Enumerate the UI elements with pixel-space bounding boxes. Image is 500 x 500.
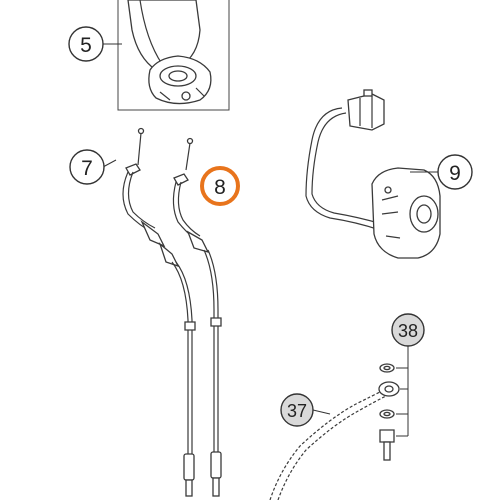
handlebar-switch-group (305, 89, 441, 259)
callout-38-label: 38 (398, 321, 418, 341)
throttle-cable-7 (122, 127, 196, 497)
leader-7 (102, 159, 117, 168)
throttle-cable-8 (172, 137, 222, 497)
throttle-grip-group (117, 0, 230, 111)
callout-7[interactable]: 7 (69, 149, 105, 185)
ground-cable-37 (269, 381, 400, 500)
leader-37 (312, 409, 331, 415)
callout-9[interactable]: 9 (437, 154, 473, 190)
callout-9-label: 9 (449, 162, 461, 185)
throttle-grip-frame (117, 0, 230, 111)
fastener-set-38 (379, 344, 409, 461)
callout-37[interactable]: 37 (280, 393, 314, 427)
callout-8-label: 8 (214, 176, 226, 199)
callout-37-label: 37 (287, 401, 307, 421)
callout-5-label: 5 (80, 34, 92, 57)
callout-8[interactable]: 8 (200, 166, 240, 206)
callout-5[interactable]: 5 (68, 26, 104, 62)
wire-connector (347, 93, 385, 131)
callout-7-label: 7 (81, 157, 93, 180)
callout-38[interactable]: 38 (391, 313, 425, 347)
bolt (379, 429, 395, 443)
